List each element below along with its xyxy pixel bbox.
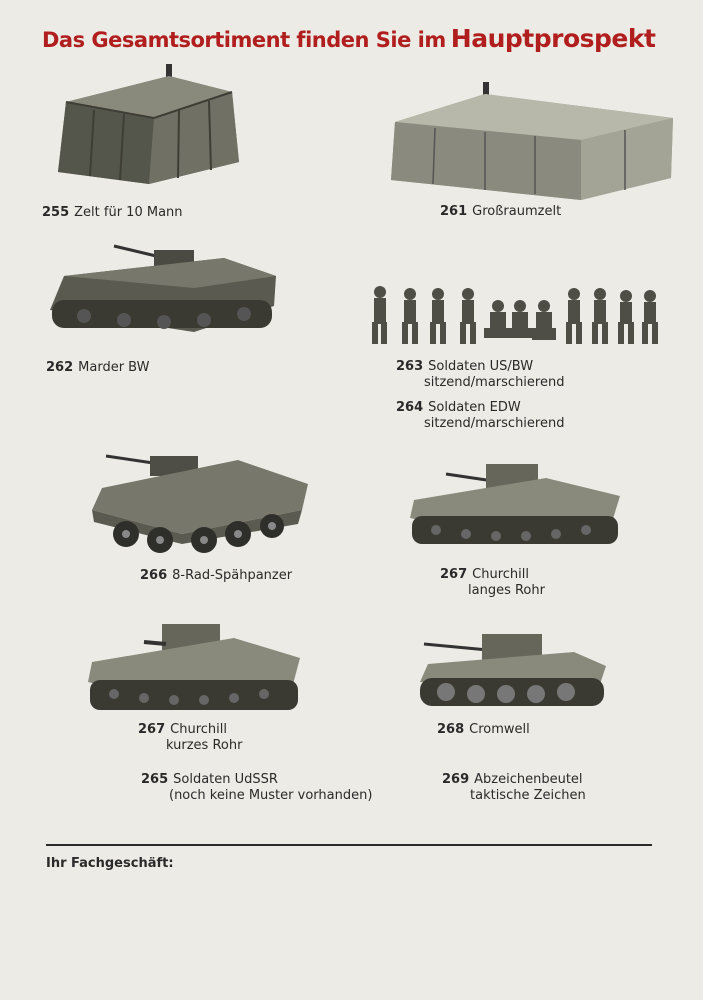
caption-267-short: 267 Churchill kurzes Rohr <box>138 722 242 754</box>
item-number: 261 <box>440 204 468 219</box>
tent-10-man-image <box>54 62 244 202</box>
item-number: 269 <box>442 772 470 787</box>
item-label: Zelt für 10 Mann <box>74 205 183 220</box>
item-label-line2: taktische Zeichen <box>470 788 586 803</box>
divider-line <box>46 844 652 846</box>
item-label: Marder BW <box>78 360 150 375</box>
item-label: Abzeichenbeutel <box>474 772 583 787</box>
caption-264: 264 Soldaten EDW sitzend/marschierend <box>396 400 564 432</box>
caption-269: 269 Abzeichenbeutel taktische Zeichen <box>442 772 586 804</box>
headline-text: Das Gesamtsortiment finden Sie im <box>42 28 446 52</box>
item-number: 265 <box>141 772 169 787</box>
item-label: Churchill <box>472 567 529 582</box>
headline-emphasis: Hauptprospekt <box>450 24 656 53</box>
item-number: 262 <box>46 360 74 375</box>
item-number: 266 <box>140 568 168 583</box>
page-headline: Das Gesamtsortiment finden Sie im Hauptp… <box>42 24 656 53</box>
large-tent-image <box>385 80 675 200</box>
item-number: 255 <box>42 205 70 220</box>
item-number: 267 <box>440 567 468 582</box>
marder-vehicle-image <box>44 236 284 342</box>
item-label-line2: (noch keine Muster vorhanden) <box>169 788 373 803</box>
item-label: Großraumzelt <box>472 204 562 219</box>
caption-261: 261 Großraumzelt <box>440 204 561 220</box>
item-label: 8-Rad-Spähpanzer <box>172 568 293 583</box>
caption-267-long: 267 Churchill langes Rohr <box>440 567 545 599</box>
caption-255: 255 Zelt für 10 Mann <box>42 205 183 221</box>
item-label-line2: sitzend/marschierend <box>424 416 565 431</box>
dealer-label: Ihr Fachgeschäft: <box>46 856 174 871</box>
item-number: 263 <box>396 359 424 374</box>
caption-262: 262 Marder BW <box>46 360 149 376</box>
churchill-long-barrel-image <box>406 456 628 552</box>
item-label: Churchill <box>170 722 227 737</box>
item-number: 268 <box>437 722 465 737</box>
caption-268: 268 Cromwell <box>437 722 530 738</box>
caption-266: 266 8-Rad-Spähpanzer <box>140 568 292 584</box>
item-label: Cromwell <box>469 722 530 737</box>
caption-265: 265 Soldaten UdSSR (noch keine Muster vor… <box>141 772 372 804</box>
item-label-line2: kurzes Rohr <box>166 738 243 753</box>
recon-vehicle-8-wheel-image <box>88 448 314 558</box>
item-label-line2: langes Rohr <box>468 583 545 598</box>
caption-263: 263 Soldaten US/BW sitzend/marschierend <box>396 359 564 391</box>
item-label-line2: sitzend/marschierend <box>424 375 565 390</box>
churchill-short-barrel-image <box>84 618 306 718</box>
cromwell-tank-image <box>414 626 610 712</box>
item-label: Soldaten EDW <box>428 400 521 415</box>
item-label: Soldaten US/BW <box>428 359 534 374</box>
soldiers-figures-image <box>368 284 664 350</box>
item-label: Soldaten UdSSR <box>173 772 278 787</box>
item-number: 264 <box>396 400 424 415</box>
item-number: 267 <box>138 722 166 737</box>
